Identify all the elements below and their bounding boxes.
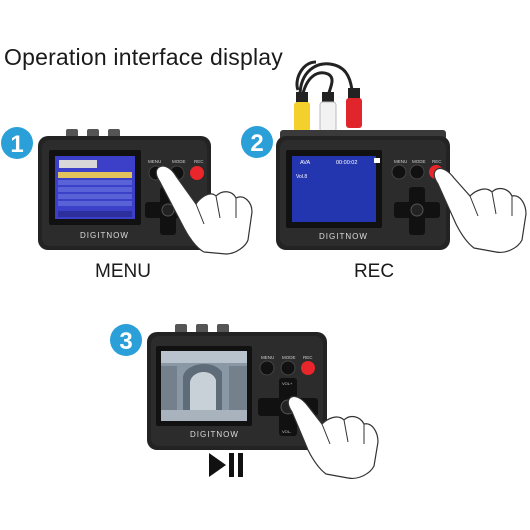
mode-button	[409, 164, 425, 180]
svg-text:MODE: MODE	[172, 159, 186, 164]
rec-button	[301, 361, 315, 375]
menu-screen	[55, 156, 135, 219]
rca-jacks	[175, 324, 229, 334]
step-3-badge: 3	[110, 324, 142, 356]
svg-text:REC: REC	[194, 159, 204, 164]
svg-text:00:00:02: 00:00:02	[336, 160, 357, 166]
dpad	[394, 187, 440, 235]
dpad: VOL+ VOL-	[258, 378, 318, 436]
playback-screen	[161, 351, 247, 421]
rec-button	[190, 166, 204, 180]
svg-text:Vol.8: Vol.8	[296, 174, 307, 180]
page-heading: Operation interface display	[4, 44, 283, 70]
step-2-caption: REC	[353, 261, 395, 282]
hand-pointer-icon	[287, 395, 379, 479]
svg-text:MENU: MENU	[148, 159, 161, 164]
rec-button	[429, 165, 443, 179]
rca-cable-icon	[294, 60, 362, 133]
mode-button	[280, 360, 296, 376]
menu-button	[259, 360, 275, 376]
rca-jacks	[66, 129, 120, 138]
svg-text:MODE: MODE	[282, 355, 296, 360]
device-body	[147, 332, 327, 450]
step-2-badge: 2	[241, 126, 273, 158]
mode-button	[169, 165, 185, 181]
device-body	[38, 136, 211, 250]
brand-logo: DIGITNOW	[190, 430, 239, 439]
hand-pointer-icon	[155, 165, 253, 255]
svg-text:REC: REC	[303, 355, 313, 360]
svg-text:VOL-: VOL-	[282, 429, 292, 434]
svg-text:MENU: MENU	[394, 159, 407, 164]
svg-text:MENU: MENU	[261, 355, 274, 360]
svg-text:AVA: AVA	[300, 160, 311, 166]
menu-button	[391, 164, 407, 180]
rec-screen	[292, 156, 376, 222]
menu-button	[148, 165, 164, 181]
device-body	[276, 136, 450, 250]
brand-logo: DIGITNOW	[319, 232, 368, 241]
brand-logo: DIGITNOW	[80, 231, 129, 240]
dpad	[145, 187, 191, 235]
hand-pointer-icon	[433, 167, 527, 253]
step-1-number: 1	[10, 131, 23, 158]
play-pause-icon	[209, 453, 243, 477]
step-3-number: 3	[119, 328, 132, 355]
step-1-badge: 1	[1, 127, 33, 159]
step-1-caption: MENU	[95, 261, 151, 282]
svg-text:VOL+: VOL+	[282, 381, 293, 386]
svg-text:REC: REC	[432, 159, 442, 164]
step-2-number: 2	[250, 130, 263, 157]
svg-text:MODE: MODE	[412, 159, 426, 164]
